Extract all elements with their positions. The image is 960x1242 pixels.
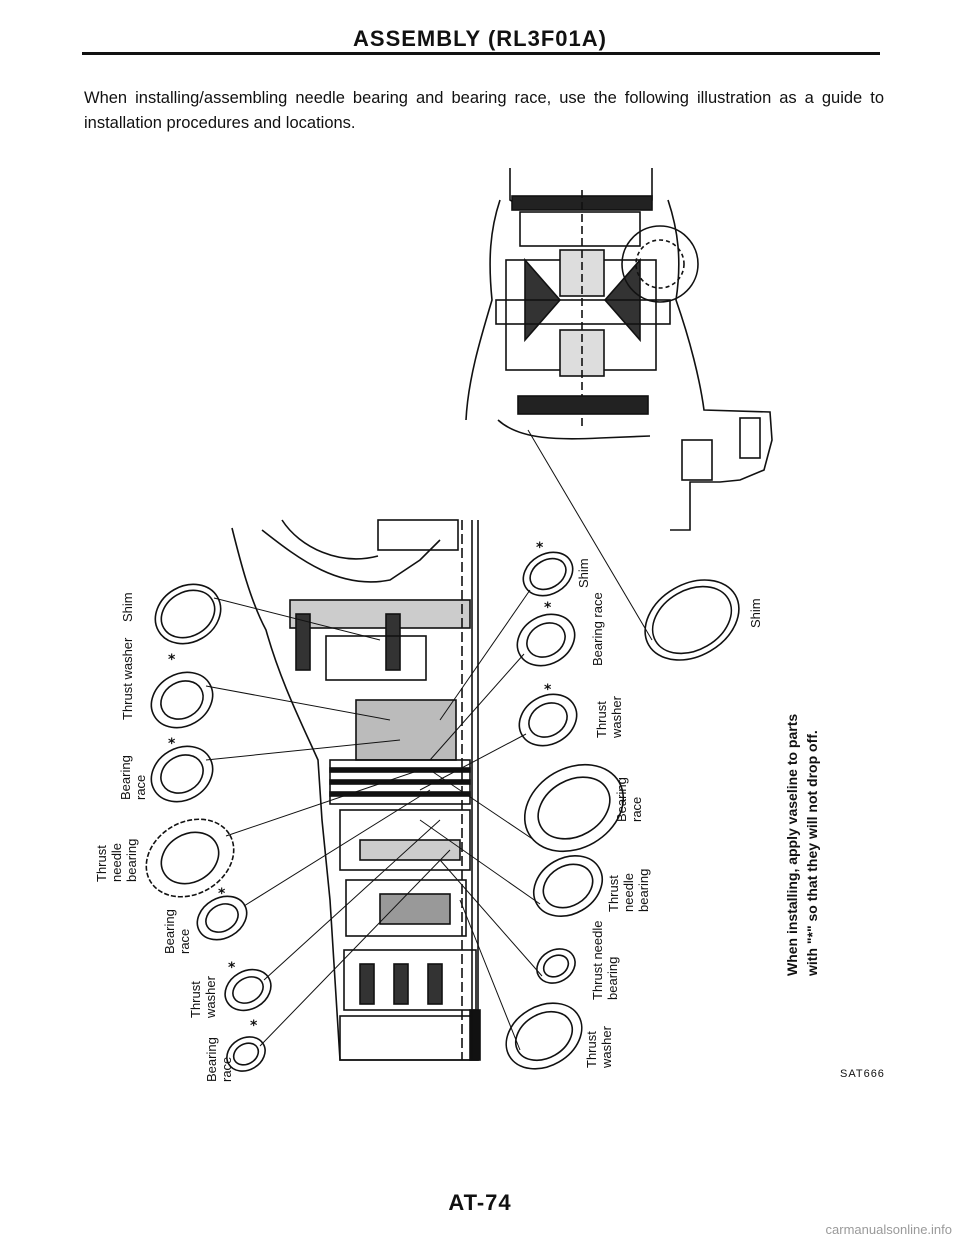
label-left-bearing-race-2: Bearing race: [162, 909, 192, 954]
label-right-thrust-needle-bearing-1: Thrust needle bearing: [606, 868, 651, 912]
label-right-thrust-washer-1: Thrust washer: [594, 696, 624, 738]
left-thrust-washer-2: [224, 968, 272, 1012]
label-left-shim: Shim: [120, 592, 135, 622]
asterisks: * * * * * * * *: [168, 540, 552, 1034]
page-title: ASSEMBLY (RL3F01A): [353, 26, 607, 51]
label-right-thrust-washer-2: Thrust washer: [584, 1026, 614, 1068]
svg-text:*: *: [536, 540, 544, 556]
svg-text:*: *: [168, 652, 176, 668]
svg-text:*: *: [228, 960, 236, 976]
right-shim: [522, 551, 574, 597]
watermark: carmanualsonline.info: [825, 1222, 952, 1237]
svg-text:*: *: [218, 886, 226, 902]
right-thrust-needle-bearing-2: [536, 948, 576, 984]
right-bearing-race: [516, 613, 576, 667]
label-left-thrust-washer-1: Thrust washer: [120, 637, 135, 720]
left-bearing-race-1: [150, 745, 214, 803]
label-right-shim: Shim: [576, 558, 591, 588]
label-left-bearing-race-3: Bearing race: [204, 1037, 234, 1082]
left-bearing-race-2: [196, 895, 248, 941]
label-left-thrust-needle-bearing: Thrust needle bearing: [94, 838, 139, 882]
vaseline-note: When installing, apply vaseline to parts…: [784, 713, 820, 976]
figure-reference: SAT666: [840, 1068, 885, 1080]
svg-text:*: *: [544, 682, 552, 698]
left-bearing-race-3: [226, 1036, 266, 1072]
leader-lines: [205, 429, 653, 1051]
svg-text:*: *: [250, 1018, 258, 1034]
svg-text:*: *: [544, 600, 552, 616]
label-left-thrust-washer-2: Thrust washer: [188, 976, 218, 1018]
title-rule: [82, 52, 880, 55]
right-thrust-needle-bearing-1: [533, 855, 603, 917]
svg-text:*: *: [168, 736, 176, 752]
label-right-bearing-race-2: Bearing race: [614, 777, 644, 822]
left-thrust-washer-1: [150, 671, 214, 729]
right-bearing-race-2: [523, 763, 625, 853]
page-number: AT-74: [448, 1190, 512, 1215]
transmission-body: [231, 519, 481, 1061]
right-thrust-washer-2: [505, 1002, 583, 1070]
differential-housing: [465, 168, 773, 531]
intro-paragraph: When installing/assembling needle bearin…: [84, 89, 884, 132]
right-thrust-washer-1: [518, 693, 578, 747]
left-shim-ring: [154, 583, 222, 645]
right-parts: [505, 551, 740, 1070]
label-right-thrust-needle-bearing-2: Thrust needle bearing: [590, 920, 620, 1001]
left-parts: [145, 583, 272, 1072]
far-right-shim: [644, 579, 740, 661]
label-left-bearing-race-1: Bearing race: [118, 755, 148, 800]
label-right-bearing-race: Bearing race: [590, 592, 605, 666]
label-far-right-shim: Shim: [748, 598, 763, 628]
